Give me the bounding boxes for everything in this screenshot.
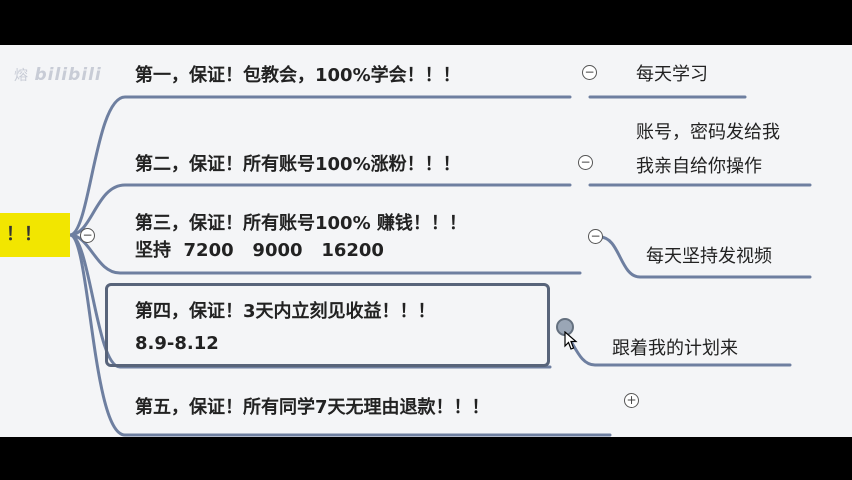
branch-1-text: 第一，保证！包教会，100%学会！！！ [135, 65, 461, 86]
bilibili-watermark: 熔 bilibili [14, 65, 102, 85]
branch-2-collapse-toggle[interactable]: − [578, 155, 593, 170]
branch-1-note-text: 每天学习 [636, 64, 708, 85]
branch-2-text: 第二，保证！所有账号100%涨粉！！！ [135, 154, 461, 175]
branch-5-node[interactable]: 第五，保证！所有同学7天无理由退款！！！ [135, 394, 490, 421]
branch-5-text: 第五，保证！所有同学7天无理由退款！！！ [135, 397, 490, 418]
branch-4-text: 第四，保证！3天内立刻见收益！！！ [135, 301, 436, 322]
branch-1-note[interactable]: 每天学习 [636, 61, 708, 88]
root-node[interactable]: ！！ [0, 213, 70, 257]
branch-4-subtext: 8.9-8.12 [135, 333, 219, 354]
branch-4-node[interactable]: 第四，保证！3天内立刻见收益！！！ 8.9-8.12 [135, 298, 436, 357]
branch-3-collapse-toggle[interactable]: − [588, 229, 603, 244]
root-collapse-toggle[interactable]: − [80, 228, 95, 243]
branch-4-note[interactable]: 跟着我的计划来 [612, 335, 738, 362]
branch-3-text: 第三，保证！所有账号100% 赚钱！！！ [135, 213, 467, 234]
mindmap-canvas: 熔 bilibili ！！ − 第一，保证！包教会，100%学会！！！ − 每天… [0, 45, 852, 437]
selected-node-outline [105, 283, 550, 367]
watermark-prefix: 熔 [14, 68, 29, 84]
branch-5-expand-toggle[interactable]: + [624, 393, 639, 408]
watermark-brand: bilibili [34, 65, 102, 85]
branch-2-node[interactable]: 第二，保证！所有账号100%涨粉！！！ [135, 151, 461, 178]
branch-2-note-line1: 账号，密码发给我 [636, 122, 780, 143]
branch-3-node[interactable]: 第三，保证！所有账号100% 赚钱！！！ 坚持 7200 9000 16200 [135, 210, 467, 264]
connector-lines [68, 95, 812, 437]
root-label: ！！ [6, 224, 42, 245]
branch-2-note[interactable]: 账号，密码发给我 我亲自给你操作 [636, 119, 780, 180]
branch-1-node[interactable]: 第一，保证！包教会，100%学会！！！ [135, 62, 461, 89]
branch-3-note-text: 每天坚持发视频 [646, 246, 772, 267]
branch-1-collapse-toggle[interactable]: − [582, 65, 597, 80]
mouse-cursor-icon [564, 331, 578, 350]
branch-2-note-line2: 我亲自给你操作 [636, 156, 762, 177]
branch-4-note-text: 跟着我的计划来 [612, 338, 738, 359]
branch-3-note[interactable]: 每天坚持发视频 [646, 243, 772, 270]
branch-3-subtext: 坚持 7200 9000 16200 [135, 240, 384, 261]
